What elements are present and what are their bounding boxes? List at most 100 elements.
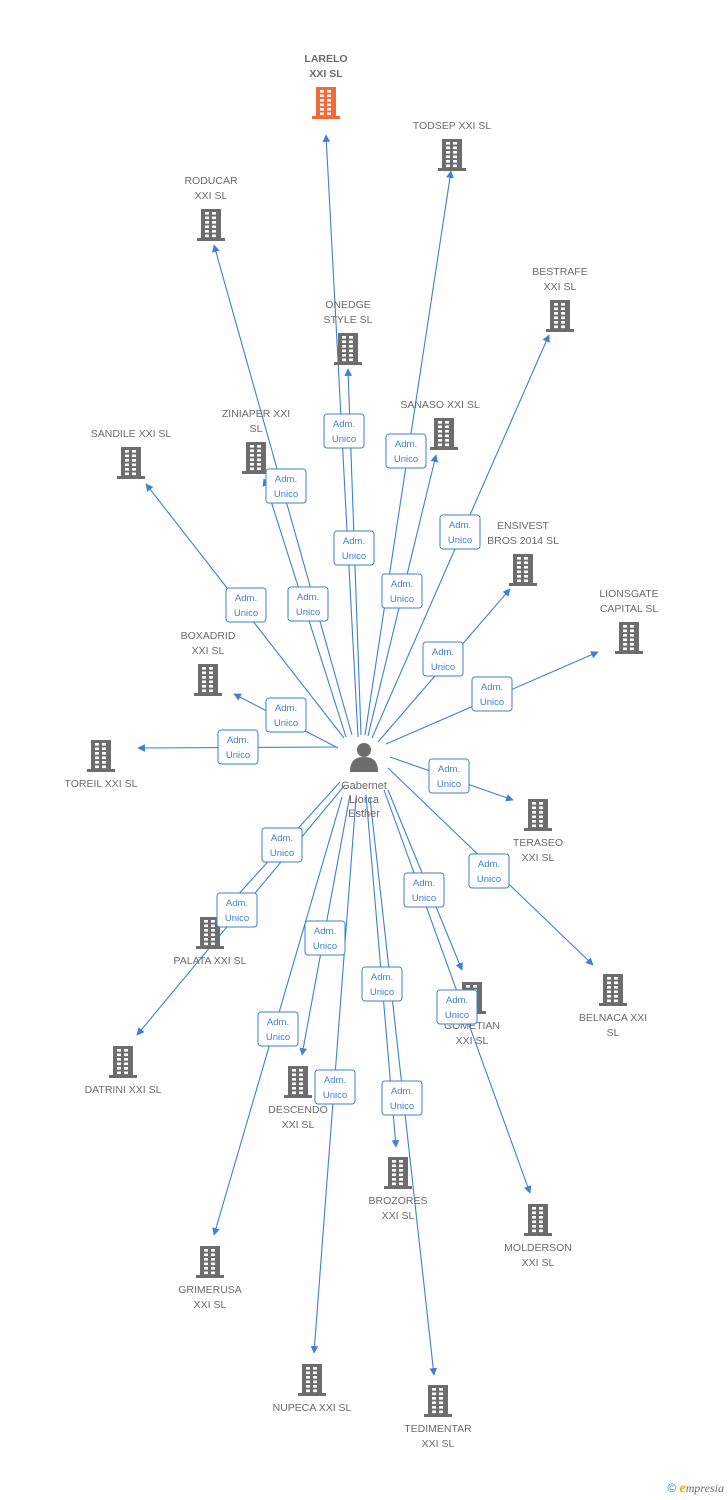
edge-role-text-line-1: Adm. xyxy=(271,833,293,844)
company-node-nupeca[interactable]: NUPECA XXI SL xyxy=(273,1364,352,1414)
company-label-lionsgate-line-2: CAPITAL SL xyxy=(600,603,659,615)
company-node-belnaca[interactable]: BELNACA XXI SL xyxy=(579,974,647,1039)
edge-role-text-line-1: Adm. xyxy=(391,579,413,590)
company-node-boxadrid[interactable]: BOXADRID XXI SL xyxy=(181,630,236,696)
edge-role-text-line-2: Unico xyxy=(270,848,294,859)
company-label-datrini-line-1: DATRINI XXI SL xyxy=(85,1084,162,1096)
edge-role-text-line-2: Unico xyxy=(477,874,501,885)
edge-role-text-line-2: Unico xyxy=(480,697,504,708)
company-label-ziniaper-line-2: SL xyxy=(250,423,263,435)
person-name-line-3: Esther xyxy=(348,808,380,820)
company-label-tedimentar-line-2: XXI SL xyxy=(422,1438,455,1450)
edge-label-bestrafe: Adm. Unico xyxy=(439,514,481,550)
edge-role-text-line-1: Adm. xyxy=(275,703,297,714)
edge-role-text-line-1: Adm. xyxy=(267,1017,289,1028)
company-label-grimerusa-line-2: XXI SL xyxy=(194,1299,227,1311)
company-label-bestrafe-line-1: BESTRAFE xyxy=(532,266,587,278)
company-label-teraseo-line-2: XXI SL xyxy=(522,852,555,864)
edge-label-belnaca: Adm.Unico xyxy=(468,853,510,889)
company-label-sanaso-line-1: SANASO XXI SL xyxy=(400,399,480,411)
edge-label-ensivest: Adm.Unico xyxy=(422,641,464,677)
edge-role-text-line-2: Unico xyxy=(226,750,250,761)
edge-role-text-line-1: Adm. xyxy=(275,474,297,485)
edge-role-text-line-1: Adm. xyxy=(432,647,454,658)
company-node-sandile[interactable]: SANDILE XXI SL xyxy=(91,428,172,479)
brand-logo-initial: e xyxy=(679,1481,686,1496)
edge-role-text-line-2: Unico xyxy=(437,779,461,790)
building-icon xyxy=(109,1046,137,1078)
edge-label-roducar: Adm. Unico xyxy=(265,468,307,504)
company-label-boxadrid-line-2: XXI SL xyxy=(192,645,225,657)
building-icon xyxy=(615,622,643,654)
company-label-brozores-line-1: BROZORES xyxy=(369,1195,428,1207)
edge-label-palata: Adm. Unico xyxy=(261,827,303,863)
company-node-palata[interactable]: PALATA XXI SL xyxy=(174,917,247,967)
edge-role-text-line-2: Unico xyxy=(274,718,298,729)
edge-role-text-line-1: Adm. xyxy=(481,682,503,693)
company-label-nupeca-line-1: NUPECA XXI SL xyxy=(273,1402,352,1414)
company-node-datrini[interactable]: DATRINI XXI SL xyxy=(85,1046,162,1096)
company-node-sanaso[interactable]: SANASO XXI SL xyxy=(400,399,480,450)
person-node[interactable]: Gabernet Llorca Esther xyxy=(341,743,387,820)
company-node-brozores[interactable]: BROZORES XXI SL xyxy=(369,1157,428,1222)
edge-role-text-line-1: Adm. xyxy=(235,593,257,604)
company-label-brozores-line-2: XXI SL xyxy=(382,1210,415,1222)
edge-label-descendo: Adm.Unico xyxy=(304,920,346,956)
edge-role-text-line-1: Adm. xyxy=(314,926,336,937)
edge-role-text-line-2: Unico xyxy=(296,607,320,618)
company-label-belnaca-line-1: BELNACA XXI xyxy=(579,1012,647,1024)
company-label-molderson-line-2: XXI SL xyxy=(522,1257,555,1269)
edge-role-text-line-2: Unico xyxy=(323,1090,347,1101)
edge-label-ziniaper: Adm.Unico xyxy=(287,586,329,622)
company-node-todsep[interactable]: TODSEP XXI SL xyxy=(413,120,492,171)
edge-role-text-line-1: Adm. xyxy=(324,1075,346,1086)
company-label-belnaca-line-2: SL xyxy=(607,1027,620,1039)
footer-brand: © empresia xyxy=(667,1481,724,1497)
company-label-larelo-line-1: LARELO xyxy=(304,53,347,65)
building-icon xyxy=(284,1066,312,1098)
building-icon xyxy=(546,300,574,332)
edge-role-text-line-1: Adm. xyxy=(449,520,471,531)
company-label-boxadrid-line-1: BOXADRID xyxy=(181,630,236,642)
company-node-bestrafe[interactable]: BESTRAFE XXI SL xyxy=(532,266,588,332)
edge-label-gometian: Adm.Unico xyxy=(403,872,445,908)
edge-label-tedimentar: Adm.Unico xyxy=(381,1080,423,1116)
building-icon xyxy=(242,442,270,474)
edge-label-boxadrid: Adm. Unico xyxy=(265,697,307,733)
edge-role-text-line-1: Adm. xyxy=(226,898,248,909)
company-label-teraseo-line-1: TERASEO xyxy=(513,837,563,849)
edge-label-teraseo: Adm.Unico xyxy=(428,758,470,794)
company-node-toreil[interactable]: TOREIL XXI SL xyxy=(65,740,138,790)
edge-role-text-line-1: Adm. xyxy=(333,419,355,430)
edge-role-text-line-1: Adm. xyxy=(371,972,393,983)
building-icon xyxy=(312,87,340,119)
company-node-lionsgate[interactable]: LIONSGATE CAPITAL SL xyxy=(599,588,659,654)
building-icon xyxy=(298,1364,326,1396)
edge-label-todsep: Adm.Unico xyxy=(385,433,427,469)
building-icon xyxy=(524,799,552,831)
edge-label-brozores: Adm.Unico xyxy=(361,966,403,1002)
company-label-lionsgate-line-1: LIONSGATE xyxy=(599,588,658,600)
edge-role-text-line-2: Unico xyxy=(448,535,472,546)
edge-role-text-line-2: Unico xyxy=(445,1010,469,1021)
building-icon xyxy=(117,447,145,479)
company-node-teraseo[interactable]: TERASEO XXI SL xyxy=(513,799,563,864)
edge-role-text-line-2: Unico xyxy=(274,489,298,500)
edge-role-text-line-2: Unico xyxy=(234,608,258,619)
company-label-descendo-line-1: DESCENDO xyxy=(268,1104,328,1116)
company-label-bestrafe-line-2: XXI SL xyxy=(544,281,577,293)
edge-label-toreil: Adm.Unico xyxy=(217,729,259,765)
edge-label-datrini: Adm.Unico xyxy=(216,892,258,928)
copyright-symbol: © xyxy=(667,1481,677,1495)
